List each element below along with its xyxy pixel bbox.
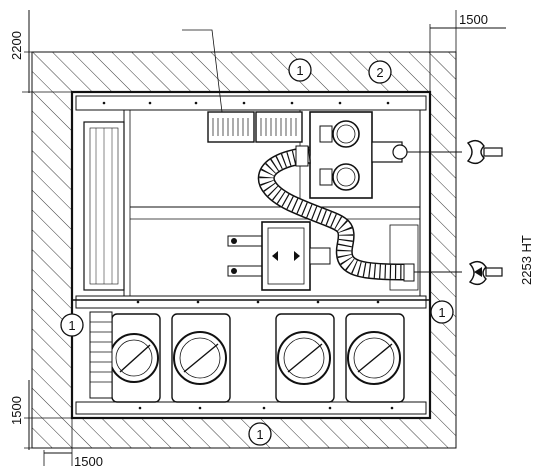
lower-fan-housing xyxy=(345,313,405,403)
callout-left-zone-number: 1 xyxy=(68,318,75,333)
upper-damper-box xyxy=(309,111,462,199)
dim-top-left-clearance: 2200 xyxy=(9,31,24,60)
dimension-lines xyxy=(22,10,506,466)
air-outlet-arrow-icon xyxy=(466,139,503,165)
callout-right-zone: 1 xyxy=(430,300,454,324)
air-inlet-arrow-icon xyxy=(468,260,503,286)
lower-fan-housings xyxy=(89,311,405,403)
callout-top-right-zone-number: 2 xyxy=(376,65,383,80)
callout-top-right-zone: 2 xyxy=(368,60,392,84)
lower-fan-housing xyxy=(109,313,161,403)
lower-fan-housing xyxy=(171,313,231,403)
callout-top-zone-number: 1 xyxy=(296,63,303,78)
dim-top-right-clearance: 1500 xyxy=(459,12,488,27)
callout-left-zone: 1 xyxy=(60,313,84,337)
callout-top-zone: 1 xyxy=(288,58,312,82)
callout-bottom-zone-number: 1 xyxy=(256,427,263,442)
callout-bottom-zone: 1 xyxy=(248,422,272,446)
central-fan-assembly xyxy=(227,221,331,291)
callout-right-zone-number: 1 xyxy=(438,305,445,320)
lower-fan-housing xyxy=(275,313,335,403)
dim-bottom-clearance: 1500 xyxy=(74,454,103,468)
flexible-duct xyxy=(257,145,462,282)
dim-bottom-left-clearance: 1500 xyxy=(9,396,24,425)
top-heater-modules xyxy=(182,29,303,143)
dim-unit-height: 2253 HT xyxy=(519,235,534,285)
